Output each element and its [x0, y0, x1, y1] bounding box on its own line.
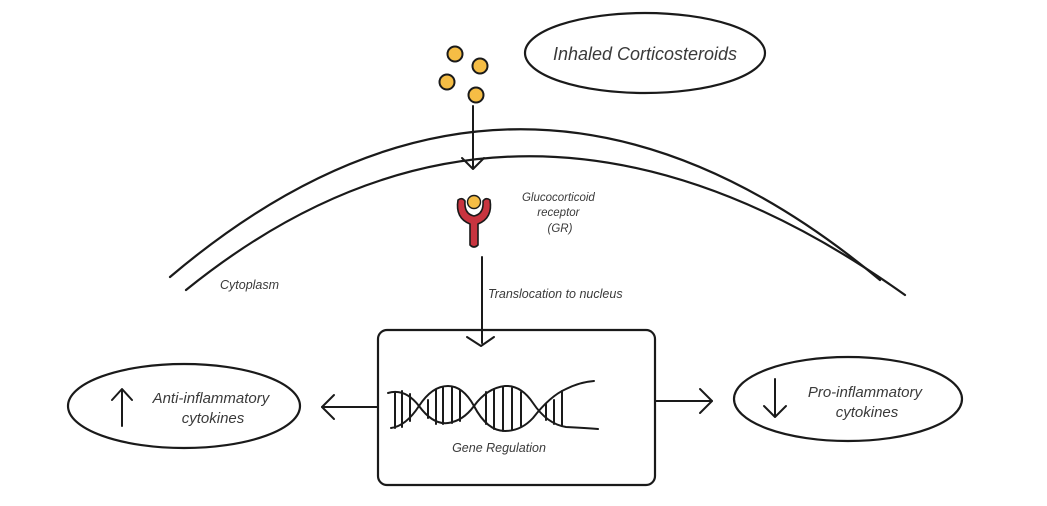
pro-inflammatory-label: Pro-inflammatory cytokines — [808, 384, 926, 421]
dna-helix-icon — [387, 380, 599, 432]
arrow-to-pro-inflammatory — [654, 388, 713, 414]
cytoplasm-label: Cytoplasm — [220, 278, 279, 292]
molecule-dot — [446, 45, 464, 63]
arrow-down-icon — [763, 378, 787, 418]
cell-membrane-outer — [168, 128, 882, 282]
receptor-label: Glucocorticoid receptor (GR) — [522, 192, 598, 235]
inhaled-corticosteroids-label: Inhaled Corticosteroids — [553, 44, 737, 64]
arrow-translocation — [466, 256, 495, 347]
gene-regulation-label: Gene Regulation — [452, 441, 546, 455]
inhaled-corticosteroids-node: Inhaled Corticosteroids — [523, 11, 767, 95]
molecule-dot — [471, 57, 489, 75]
pro-inflammatory-node: Pro-inflammatory cytokines — [732, 355, 964, 443]
molecule-dot — [467, 86, 485, 104]
glucocorticoid-receptor-icon — [456, 194, 492, 248]
arrow-entry — [461, 105, 485, 170]
anti-inflammatory-node: Anti-inflammatory cytokines — [66, 362, 302, 450]
cell-membrane-inner — [184, 155, 907, 297]
translocation-label: Translocation to nucleus — [488, 287, 623, 301]
inhaled-corticosteroids-ellipse — [523, 11, 767, 95]
anti-inflammatory-label: Anti-inflammatory cytokines — [152, 390, 274, 427]
molecule-dot — [438, 73, 456, 91]
corticosteroid-molecules-icon — [438, 45, 489, 104]
arrow-up-icon — [111, 388, 133, 427]
arrow-to-anti-inflammatory — [321, 394, 379, 420]
